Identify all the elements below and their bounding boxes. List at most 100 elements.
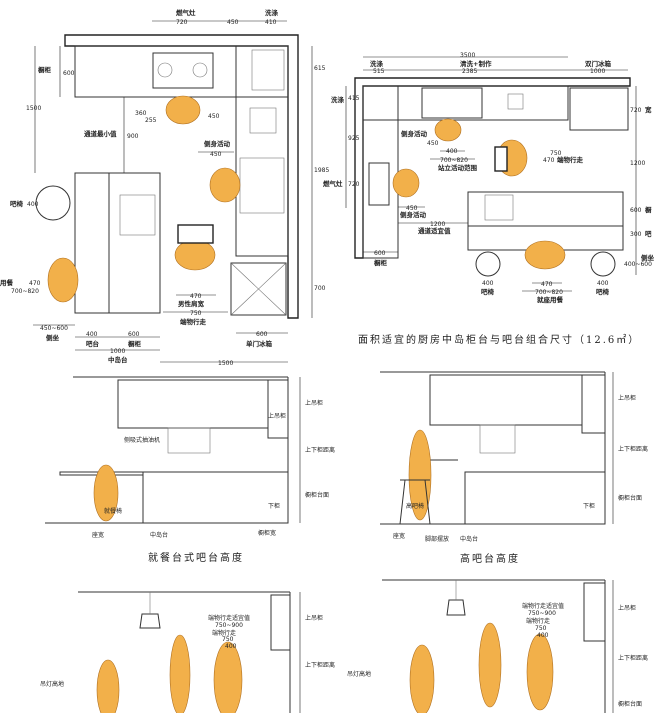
- person-figure: [165, 95, 201, 125]
- upper-cabinets: [429, 374, 583, 426]
- label: 男性肩宽: [177, 299, 205, 308]
- label: 橱: [645, 205, 652, 214]
- label: 吧台: [86, 339, 100, 348]
- person-figure: [213, 641, 243, 713]
- label: 上下柜距离: [305, 661, 335, 669]
- dim-text: 750: [550, 150, 562, 157]
- label: 吊灯高地: [40, 680, 64, 688]
- elevation-walkway-a: 上吊柜 上下柜距离 吊灯高地 端物行走适宜值 端物行走 750~900 750 …: [40, 591, 335, 713]
- dim-text: 750: [222, 636, 234, 643]
- dim-text: 700: [314, 285, 326, 292]
- label: 上下柜距离: [618, 654, 648, 662]
- label: 吧椅: [481, 287, 495, 296]
- dim-text: 615: [314, 65, 326, 72]
- person-figure: [478, 622, 502, 708]
- dim-text: 720: [176, 19, 188, 26]
- label: 清洗+制作: [460, 59, 492, 68]
- dim-text: 400: [446, 148, 458, 155]
- label: 吧椅: [596, 287, 610, 296]
- sink-corner: [251, 49, 285, 91]
- dim-text: 470: [190, 293, 202, 300]
- label: 橱柜宽: [258, 529, 276, 537]
- dim-text: 1200: [430, 221, 445, 228]
- label: 侧吸式抽油机: [124, 436, 160, 444]
- label: 上吊柜: [305, 614, 323, 622]
- dim-text: 400: [597, 280, 609, 287]
- person-figure: [409, 644, 435, 713]
- elevation-bar-dining: 上吊柜 上吊柜 上下柜距离 橱柜台面 侧吸式抽油机 就餐椅 下柜 座宽 中岛台 …: [45, 376, 335, 564]
- dim-text: 720: [348, 181, 360, 188]
- label: 双门冰箱: [585, 59, 612, 68]
- tray: [177, 224, 214, 244]
- label: 侧身活动: [204, 139, 231, 148]
- label: 上下柜距离: [618, 445, 648, 453]
- dim-text: 450: [427, 140, 439, 147]
- label: 端物行走适宜值: [522, 602, 564, 610]
- dim-text: 470: [29, 280, 41, 287]
- label: 洗涤: [331, 95, 345, 104]
- caption: 就餐台式吧台高度: [148, 551, 244, 564]
- dim-text: 415: [348, 95, 360, 102]
- dim-text: 450~600: [40, 325, 68, 332]
- label: 上下柜距离: [305, 446, 335, 454]
- label: 侧坐: [641, 253, 654, 262]
- dim-text: 1200: [630, 160, 645, 167]
- person-figure: [434, 118, 462, 142]
- gas-stove: [152, 52, 214, 89]
- bar-stool: [475, 251, 501, 277]
- dim-text: 400: [482, 280, 494, 287]
- dim-text: 470: [543, 157, 555, 164]
- label: 通道适宜值: [418, 226, 451, 235]
- elevation-high-bar: 上吊柜 上下柜距离 橱柜台面 高吧椅 下柜 座宽 脚部摆放 中岛台 高吧台高度: [380, 371, 648, 565]
- dim-text: 360: [135, 110, 147, 117]
- person-figure: [524, 240, 566, 270]
- dim-text: 900: [127, 133, 139, 140]
- dim-text: 600: [128, 331, 140, 338]
- upper-cabinets: [117, 379, 269, 429]
- label: 端物行走: [180, 317, 207, 326]
- gas-stove: [368, 162, 390, 206]
- island: [74, 172, 161, 314]
- range-hood: [479, 424, 516, 454]
- label: 就座用餐: [537, 295, 564, 304]
- caption: 高吧台高度: [460, 552, 520, 565]
- top-counter: [74, 45, 289, 98]
- dim-text: 515: [373, 68, 385, 75]
- dim-text: 1985: [314, 167, 329, 174]
- dim-text: 1500: [218, 360, 233, 367]
- person-figure: [169, 634, 191, 713]
- person-figure: [47, 257, 79, 303]
- dim-text: 925: [348, 135, 360, 142]
- label: 中岛台: [108, 355, 128, 364]
- lower-cabinets: [142, 471, 289, 524]
- double-fridge: [569, 87, 629, 131]
- label: 上吊柜: [618, 394, 636, 402]
- dim-text: 3500: [460, 52, 475, 59]
- dim-text: 700~820: [440, 157, 468, 164]
- label: 座宽: [393, 532, 405, 540]
- dim-text: 400: [27, 201, 39, 208]
- dim-text: 450: [208, 113, 220, 120]
- label: 就餐椅: [104, 507, 122, 515]
- label: 端物行走: [212, 629, 236, 637]
- label: 端物行走: [557, 155, 584, 164]
- dim-text: 450: [406, 205, 418, 212]
- label: 吧: [645, 230, 652, 238]
- dim-text: 1500: [26, 105, 41, 112]
- label: 高吧椅: [406, 502, 424, 510]
- dim-text: 750: [535, 625, 547, 632]
- label: 站立活动范围: [438, 163, 478, 172]
- dim-text: 400: [86, 331, 98, 338]
- label: 上吊柜: [618, 604, 636, 612]
- sink: [421, 87, 483, 119]
- pendant-lamp: [446, 599, 466, 616]
- label: 橱柜: [38, 65, 52, 74]
- dim-text: 450: [210, 151, 222, 158]
- person-figure: [96, 659, 120, 713]
- label: 下柜: [268, 502, 280, 510]
- dim-text: 600: [256, 331, 268, 338]
- right-counter: [235, 45, 289, 257]
- pendant-lamp: [139, 613, 161, 629]
- person-figure: [526, 633, 554, 711]
- bar-stool: [590, 251, 616, 277]
